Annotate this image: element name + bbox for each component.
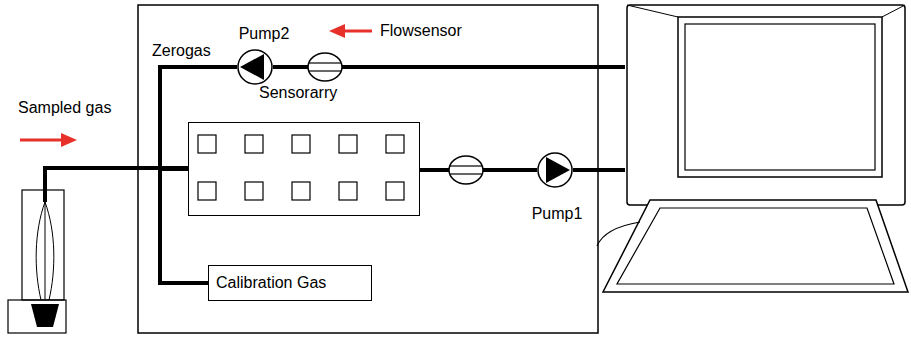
pump-impeller [546,157,570,183]
sensor-cell [339,135,357,153]
sensor-cell [245,182,263,200]
monitor-screen [685,24,875,170]
sample-pot [31,304,59,327]
pump-label: Pump2 [239,25,290,43]
keyboard [603,200,908,292]
pump-label: Pump1 [532,205,583,223]
pump-node: Pump2 [237,49,273,85]
gas-pipe [160,169,208,283]
red-arrow-head [329,24,345,38]
flow-sensor-line [450,165,482,166]
pump-impeller [240,54,264,80]
housing [138,5,598,333]
monitor-screen [678,17,882,177]
pump-casing [538,153,572,187]
computer [597,5,908,292]
pump-symbol [237,49,273,85]
sample-bottle [8,190,66,333]
sensor-cell [198,182,216,200]
sensor-cell [292,135,310,153]
part-label: Sampled gas [18,99,111,117]
sensor-cells [198,135,404,200]
red-arrow-shaft [20,139,63,142]
monitor-edge [627,5,678,17]
flow-sensor-body [449,156,483,184]
tube-line [45,202,54,300]
flow-sensor-line [309,62,341,63]
gas-pipe [160,67,237,283]
sensor-cell [386,135,404,153]
red-arrow-shaft [343,30,372,33]
pump-symbol [537,152,573,188]
bottle-base [8,300,66,333]
flow-sensor-line [309,70,341,71]
bottle-glass [22,190,64,300]
sensor-cell [245,135,263,153]
process-box: Calibration Gas [208,265,372,301]
red-arrow-head [61,133,77,147]
part-label: Flowsensor [380,22,462,40]
flow-sensor-line [450,173,482,174]
red-arrow [20,133,77,147]
sensor-cell [339,182,357,200]
monitor-edge [882,5,905,17]
red-arrow [329,24,372,38]
tube-line [45,202,46,300]
cable [597,222,640,246]
keyboard-keys [617,208,894,284]
sensor-cell [386,182,404,200]
sample-pipe [45,168,188,202]
process-box: Sensorarry [188,122,420,216]
sensor-cell [292,182,310,200]
part-label: Zerogas [152,42,211,60]
flow-sensor-body [308,53,342,81]
pump-casing [238,50,272,84]
pump-node: Pump1 [537,152,573,188]
flow-sensor-symbol [449,156,483,184]
tube-line [36,202,45,300]
exhaust-pipe [573,168,625,172]
monitor-body [627,5,905,205]
sensor-cell [198,135,216,153]
box-label: Sensorarry [259,84,337,102]
flow-sensor-symbol [308,53,342,81]
box-label: Calibration Gas [216,274,326,292]
